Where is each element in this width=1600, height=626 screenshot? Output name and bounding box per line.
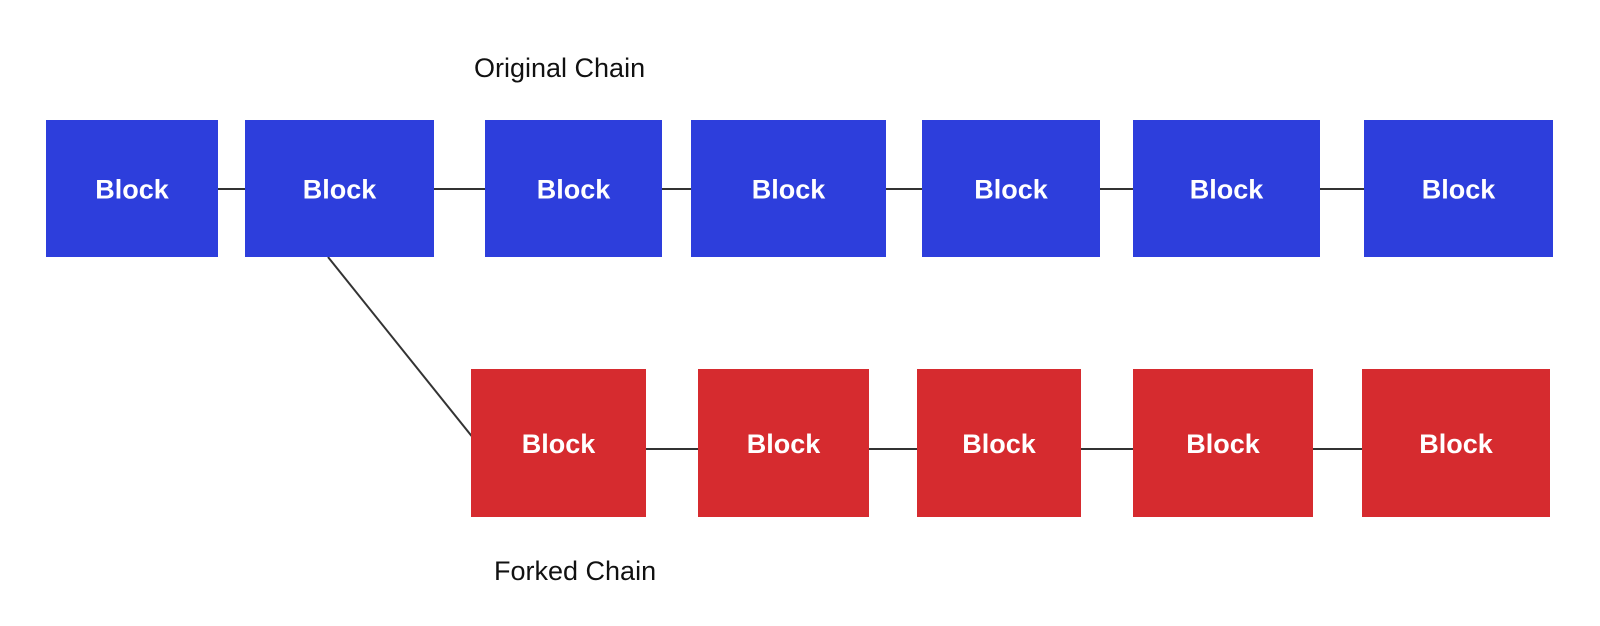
original-chain-block-rect xyxy=(46,120,218,257)
forked-chain-block-2: Block xyxy=(698,369,869,517)
forked-chain-block-4: Block xyxy=(1133,369,1313,517)
forked-chain-block-rect xyxy=(471,369,646,517)
original-chain-label: Original Chain xyxy=(474,53,645,83)
original-chain-block-label: Block xyxy=(303,175,378,205)
forked-chain-block-rect xyxy=(917,369,1081,517)
connectors xyxy=(214,188,1366,450)
original-chain-block-rect xyxy=(1364,120,1553,257)
original-chain-block-rect xyxy=(1133,120,1320,257)
forked-chain-block-1: Block xyxy=(471,369,646,517)
forked-chain-block-label: Block xyxy=(522,429,597,459)
forked-chain-block-label: Block xyxy=(1419,429,1494,459)
original-chain-block-rect xyxy=(485,120,662,257)
original-chain-block-2: Block xyxy=(245,120,434,257)
original-chain-block-3: Block xyxy=(485,120,662,257)
original-chain-block-label: Block xyxy=(95,175,170,205)
original-chain-block-rect xyxy=(245,120,434,257)
original-chain-block-5: Block xyxy=(922,120,1100,257)
original-chain-block-rect xyxy=(922,120,1100,257)
forked-chain-block-label: Block xyxy=(747,429,822,459)
forked-chain-block-5: Block xyxy=(1362,369,1550,517)
forked-chain-block-3: Block xyxy=(917,369,1081,517)
original-chain-block-4: Block xyxy=(691,120,886,257)
original-chain-block-label: Block xyxy=(974,175,1049,205)
original-chain-block-label: Block xyxy=(752,175,827,205)
original-chain-block-label: Block xyxy=(537,175,612,205)
original-chain-block-label: Block xyxy=(1190,175,1265,205)
original-chain-block-rect xyxy=(691,120,886,257)
original-chain-block-7: Block xyxy=(1364,120,1553,257)
original-chain-block-6: Block xyxy=(1133,120,1320,257)
forked-chain-block-rect xyxy=(1362,369,1550,517)
original-chain-block-1: Block xyxy=(46,120,218,257)
forked-chain-label: Forked Chain xyxy=(494,556,656,586)
original-chain-block-label: Block xyxy=(1422,175,1497,205)
forked-chain-block-rect xyxy=(1133,369,1313,517)
forked-chain: Block Block Block Block Block xyxy=(471,369,1550,517)
forked-chain-block-rect xyxy=(698,369,869,517)
forked-chain-block-label: Block xyxy=(962,429,1037,459)
original-chain: Block Block Block Block Block Block Block xyxy=(46,120,1553,257)
forked-chain-block-label: Block xyxy=(1186,429,1261,459)
fork-link xyxy=(327,256,475,440)
